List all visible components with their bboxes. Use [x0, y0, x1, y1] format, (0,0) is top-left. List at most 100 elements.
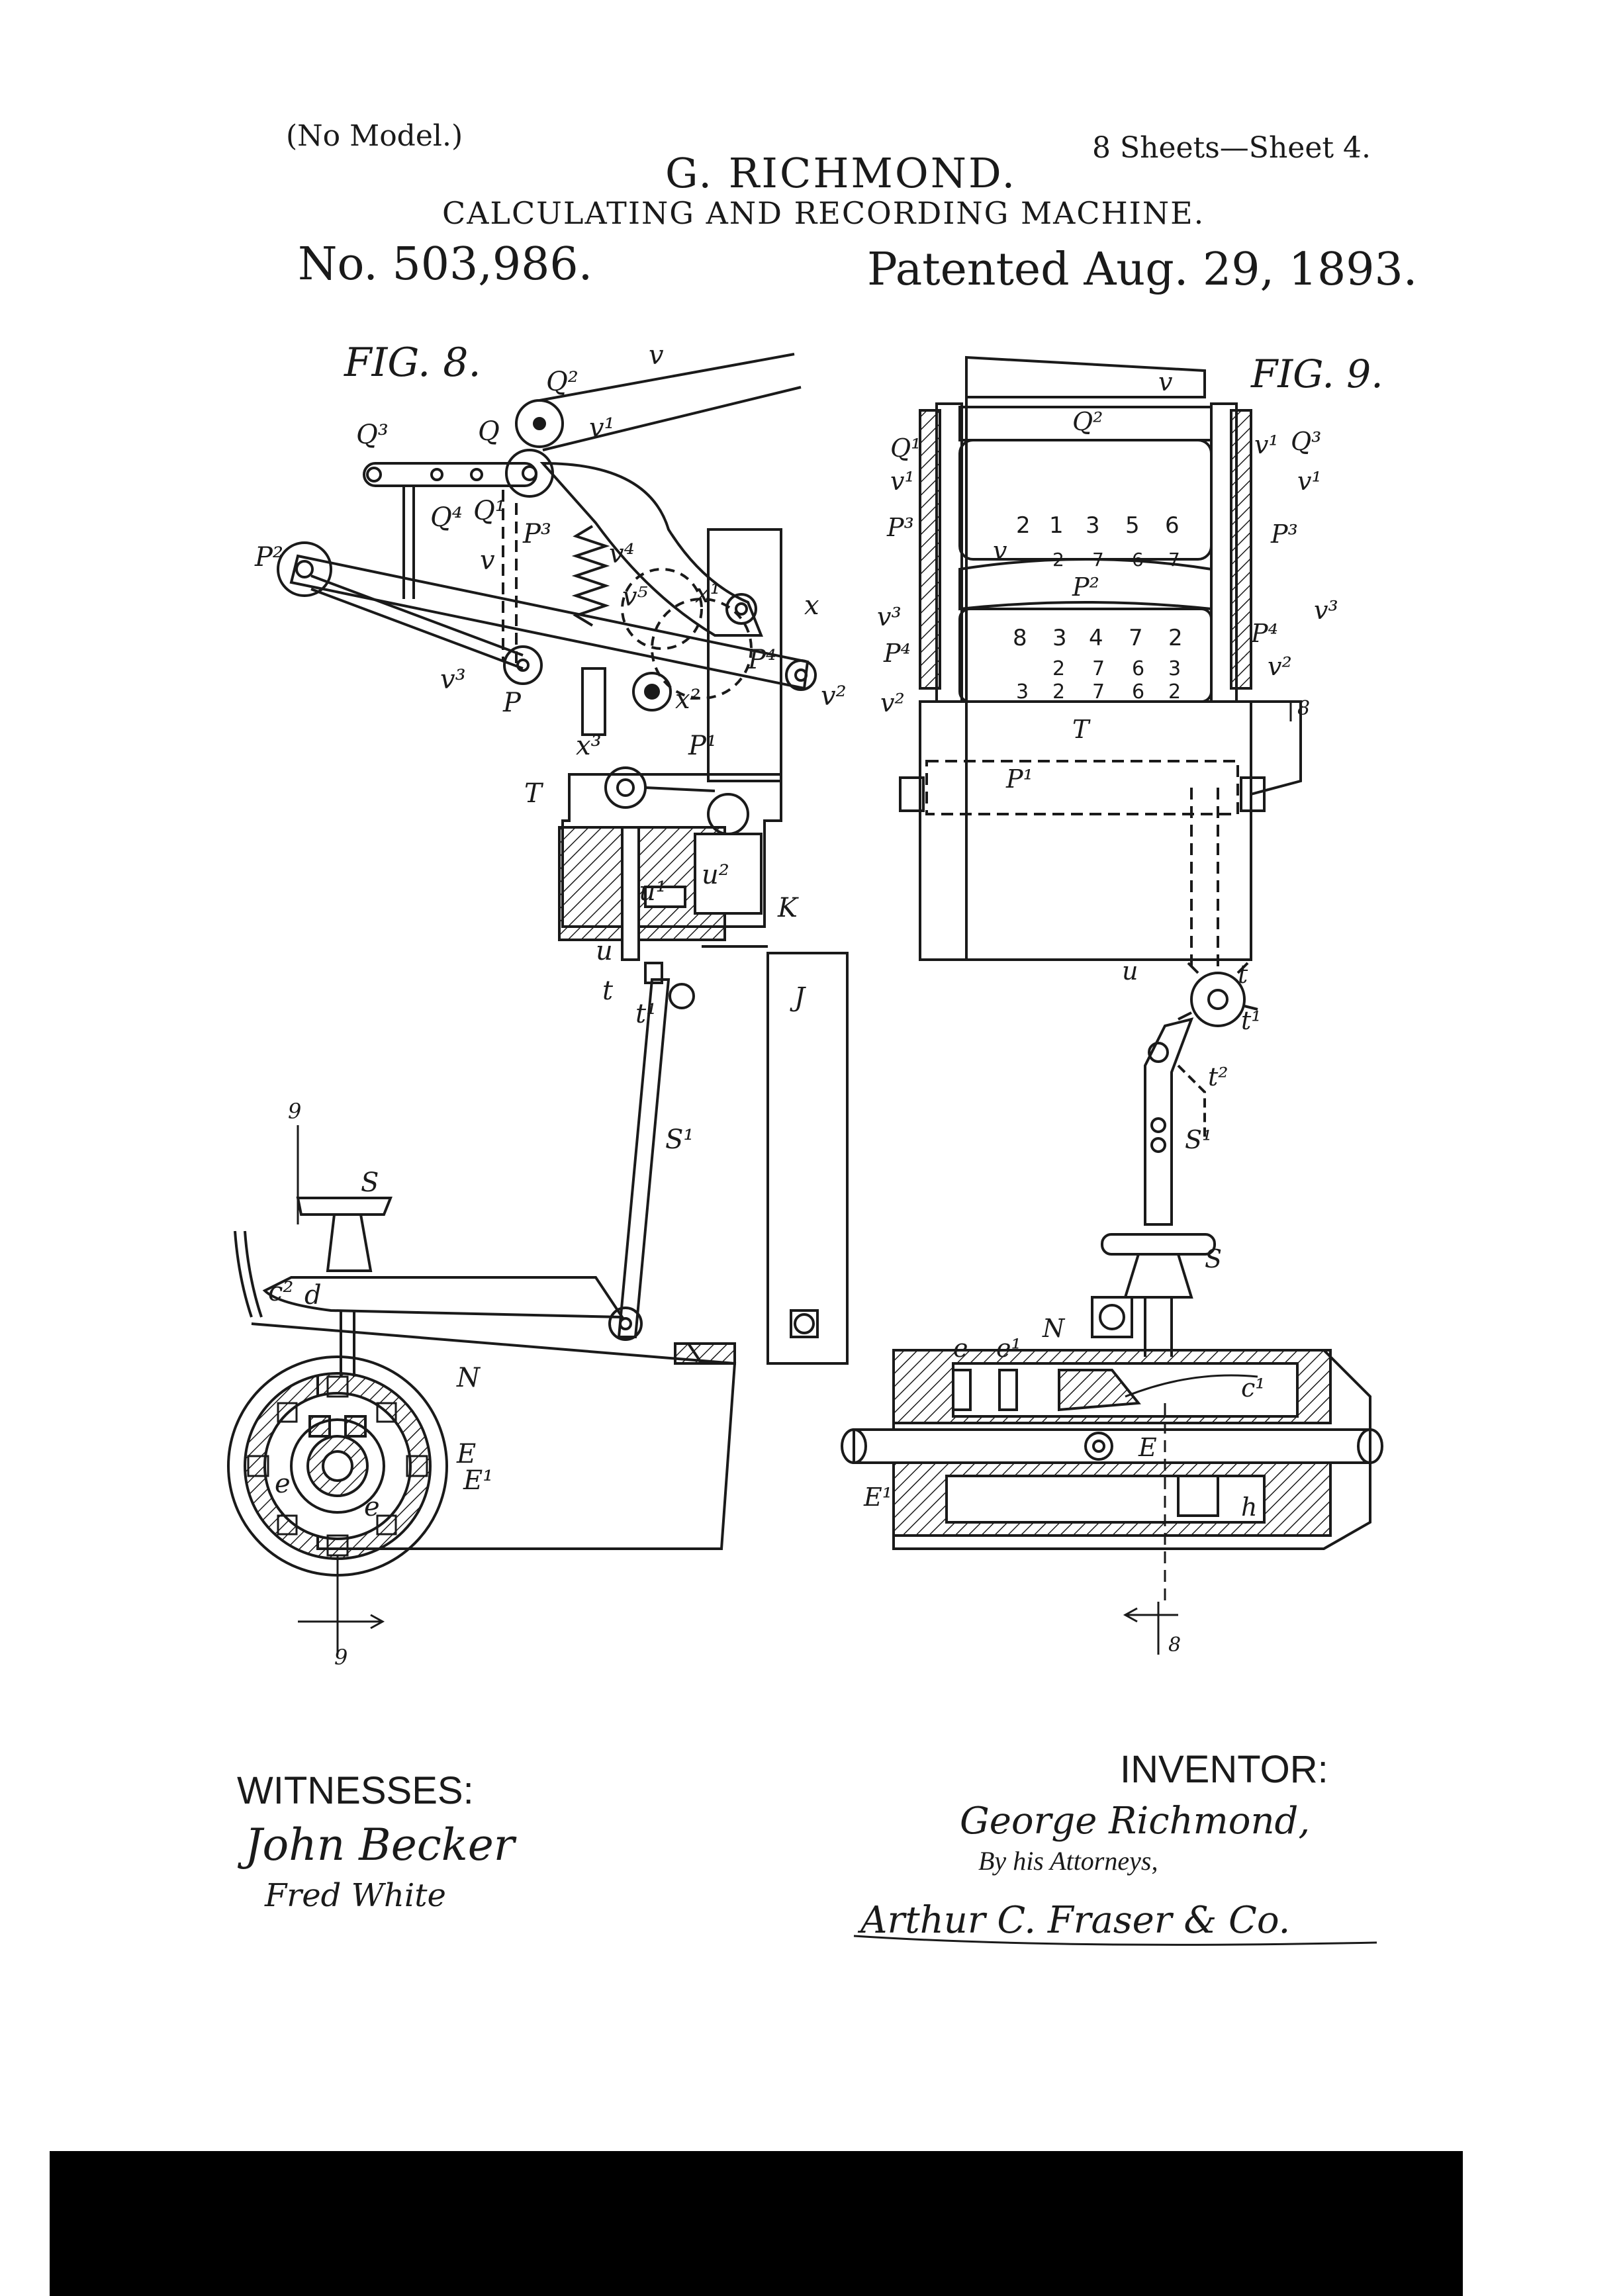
label9-h: h — [1241, 1492, 1257, 1522]
digit-r2-0: 8 — [1013, 625, 1027, 651]
label-t1: t¹ — [635, 999, 657, 1029]
digit-r4-3: 6 — [1132, 680, 1144, 704]
label-E: E — [456, 1439, 476, 1469]
label9-t2: t² — [1208, 1062, 1229, 1091]
label-Q3: Q³ — [356, 420, 389, 450]
attorney-signature: Arthur C. Fraser & Co. — [857, 1899, 1290, 1942]
label-P4: P⁴ — [747, 645, 776, 675]
label-v-b: v — [480, 545, 495, 576]
label-E1: E¹ — [463, 1465, 493, 1496]
digit-r3-2: 6 — [1132, 657, 1144, 680]
digit-r4-2: 7 — [1092, 680, 1105, 704]
scan-border-bar — [50, 2151, 1463, 2296]
label9-Q2: Q² — [1072, 407, 1103, 436]
label-section-9-bottom: 9 — [334, 1645, 348, 1670]
label-Q2: Q² — [546, 367, 579, 397]
label9-S1: S¹ — [1185, 1125, 1212, 1154]
label9-E1: E¹ — [863, 1483, 892, 1512]
label9-S: S — [1205, 1244, 1222, 1273]
label9-v2: v² — [880, 688, 905, 717]
patent-title: CALCULATING AND RECORDING MACHINE. — [442, 195, 1205, 231]
label-v3: v³ — [440, 665, 466, 695]
digit-r4-4: 2 — [1168, 680, 1181, 704]
digit-r2-1: 3 — [1052, 625, 1067, 651]
label-v2: v² — [821, 681, 847, 712]
label-x: x — [804, 590, 819, 621]
label-J: J — [790, 982, 806, 1013]
sheet-number: 8 Sheets—Sheet 4. — [1092, 131, 1371, 165]
label9-e: e — [953, 1334, 968, 1363]
patent-number: No. 503,986. — [298, 238, 593, 291]
label-Q4: Q⁴ — [430, 502, 463, 533]
label-P3: P³ — [522, 519, 551, 549]
label-e-2: e — [364, 1492, 380, 1522]
label-u2: u² — [702, 860, 729, 890]
digit-r3-1: 7 — [1092, 657, 1105, 680]
witness-signature-2: Fred White — [264, 1877, 446, 1914]
label9-e1: e¹ — [996, 1334, 1021, 1363]
label-P2: P² — [254, 542, 283, 573]
label-section-9-top: 9 — [288, 1099, 301, 1124]
label-u: u — [596, 936, 613, 966]
digit-small-1: 7 — [1092, 549, 1104, 571]
label-x3: x³ — [576, 731, 602, 761]
label9-P3b: P³ — [1270, 520, 1298, 549]
label9-E: E — [1138, 1433, 1157, 1462]
label9-P2: P² — [1072, 573, 1099, 602]
label9-v3: v³ — [877, 602, 902, 631]
label9-v1c: v¹ — [1297, 467, 1322, 496]
label-S1: S¹ — [665, 1125, 694, 1155]
digit-small-3: 7 — [1168, 549, 1180, 571]
digit-r4-1: 2 — [1052, 680, 1065, 704]
digit-r1-2: 3 — [1086, 512, 1100, 539]
label9-t1: t¹ — [1241, 1006, 1262, 1035]
label9-v3b: v³ — [1314, 596, 1338, 625]
label-x1: x¹ — [695, 578, 721, 609]
label9-v1: v¹ — [890, 467, 915, 496]
label9-t: t — [1238, 960, 1248, 989]
fig8-label: FIG. 8. — [344, 340, 481, 386]
digit-r2-2: 4 — [1089, 625, 1103, 651]
digit-r1-4: 6 — [1165, 512, 1180, 539]
fig9-drawing: FIG. 9. — [841, 351, 1383, 1657]
digit-small-2: 6 — [1132, 549, 1144, 571]
label9-N: N — [1042, 1314, 1066, 1343]
label9-c1: c¹ — [1241, 1373, 1266, 1402]
label9-P1: P¹ — [1005, 764, 1033, 794]
label-t: t — [602, 976, 614, 1006]
label-Q: Q — [478, 416, 500, 447]
digit-r3-0: 2 — [1052, 657, 1065, 680]
label-P: P — [502, 688, 522, 718]
witnesses-label: WITNESSES: — [237, 1769, 474, 1812]
label-d: d — [304, 1280, 322, 1310]
label9-Q1: Q¹ — [890, 434, 921, 463]
by-attorneys-text: By his Attorneys, — [978, 1846, 1158, 1876]
digit-r1-0: 2 — [1016, 512, 1031, 539]
label-S: S — [361, 1168, 379, 1198]
label9-P4b: P⁴ — [1250, 619, 1278, 648]
label9-P3: P³ — [886, 513, 914, 542]
label-c2: c² — [268, 1277, 293, 1307]
label9-T: T — [1072, 715, 1091, 744]
inventor-heading: G. RICHMOND. — [665, 149, 1017, 197]
label9-u: u — [1122, 956, 1138, 986]
label-T: T — [524, 778, 544, 809]
label-e: e — [275, 1469, 291, 1499]
label9-v1b: v¹ — [1254, 430, 1279, 459]
label9-v: v — [1158, 367, 1173, 396]
digit-r4-0: 3 — [1016, 680, 1029, 704]
digit-small-0: 2 — [1052, 549, 1064, 571]
label-N: N — [456, 1363, 481, 1393]
no-model-note: (No Model.) — [286, 119, 463, 153]
label-v1: v¹ — [589, 413, 615, 443]
label-v4: v⁴ — [609, 539, 635, 569]
label-P1: P¹ — [688, 731, 717, 761]
fig9-label: FIG. 9. — [1250, 351, 1383, 396]
witness-signature-1: John Becker — [237, 1819, 517, 1870]
label-Q1: Q¹ — [473, 496, 506, 526]
inventor-signature: George Richmond, — [960, 1800, 1310, 1843]
digit-r2-3: 7 — [1129, 625, 1143, 651]
label9-8-top: 8 — [1297, 697, 1310, 720]
label-v5: v⁵ — [622, 582, 648, 612]
